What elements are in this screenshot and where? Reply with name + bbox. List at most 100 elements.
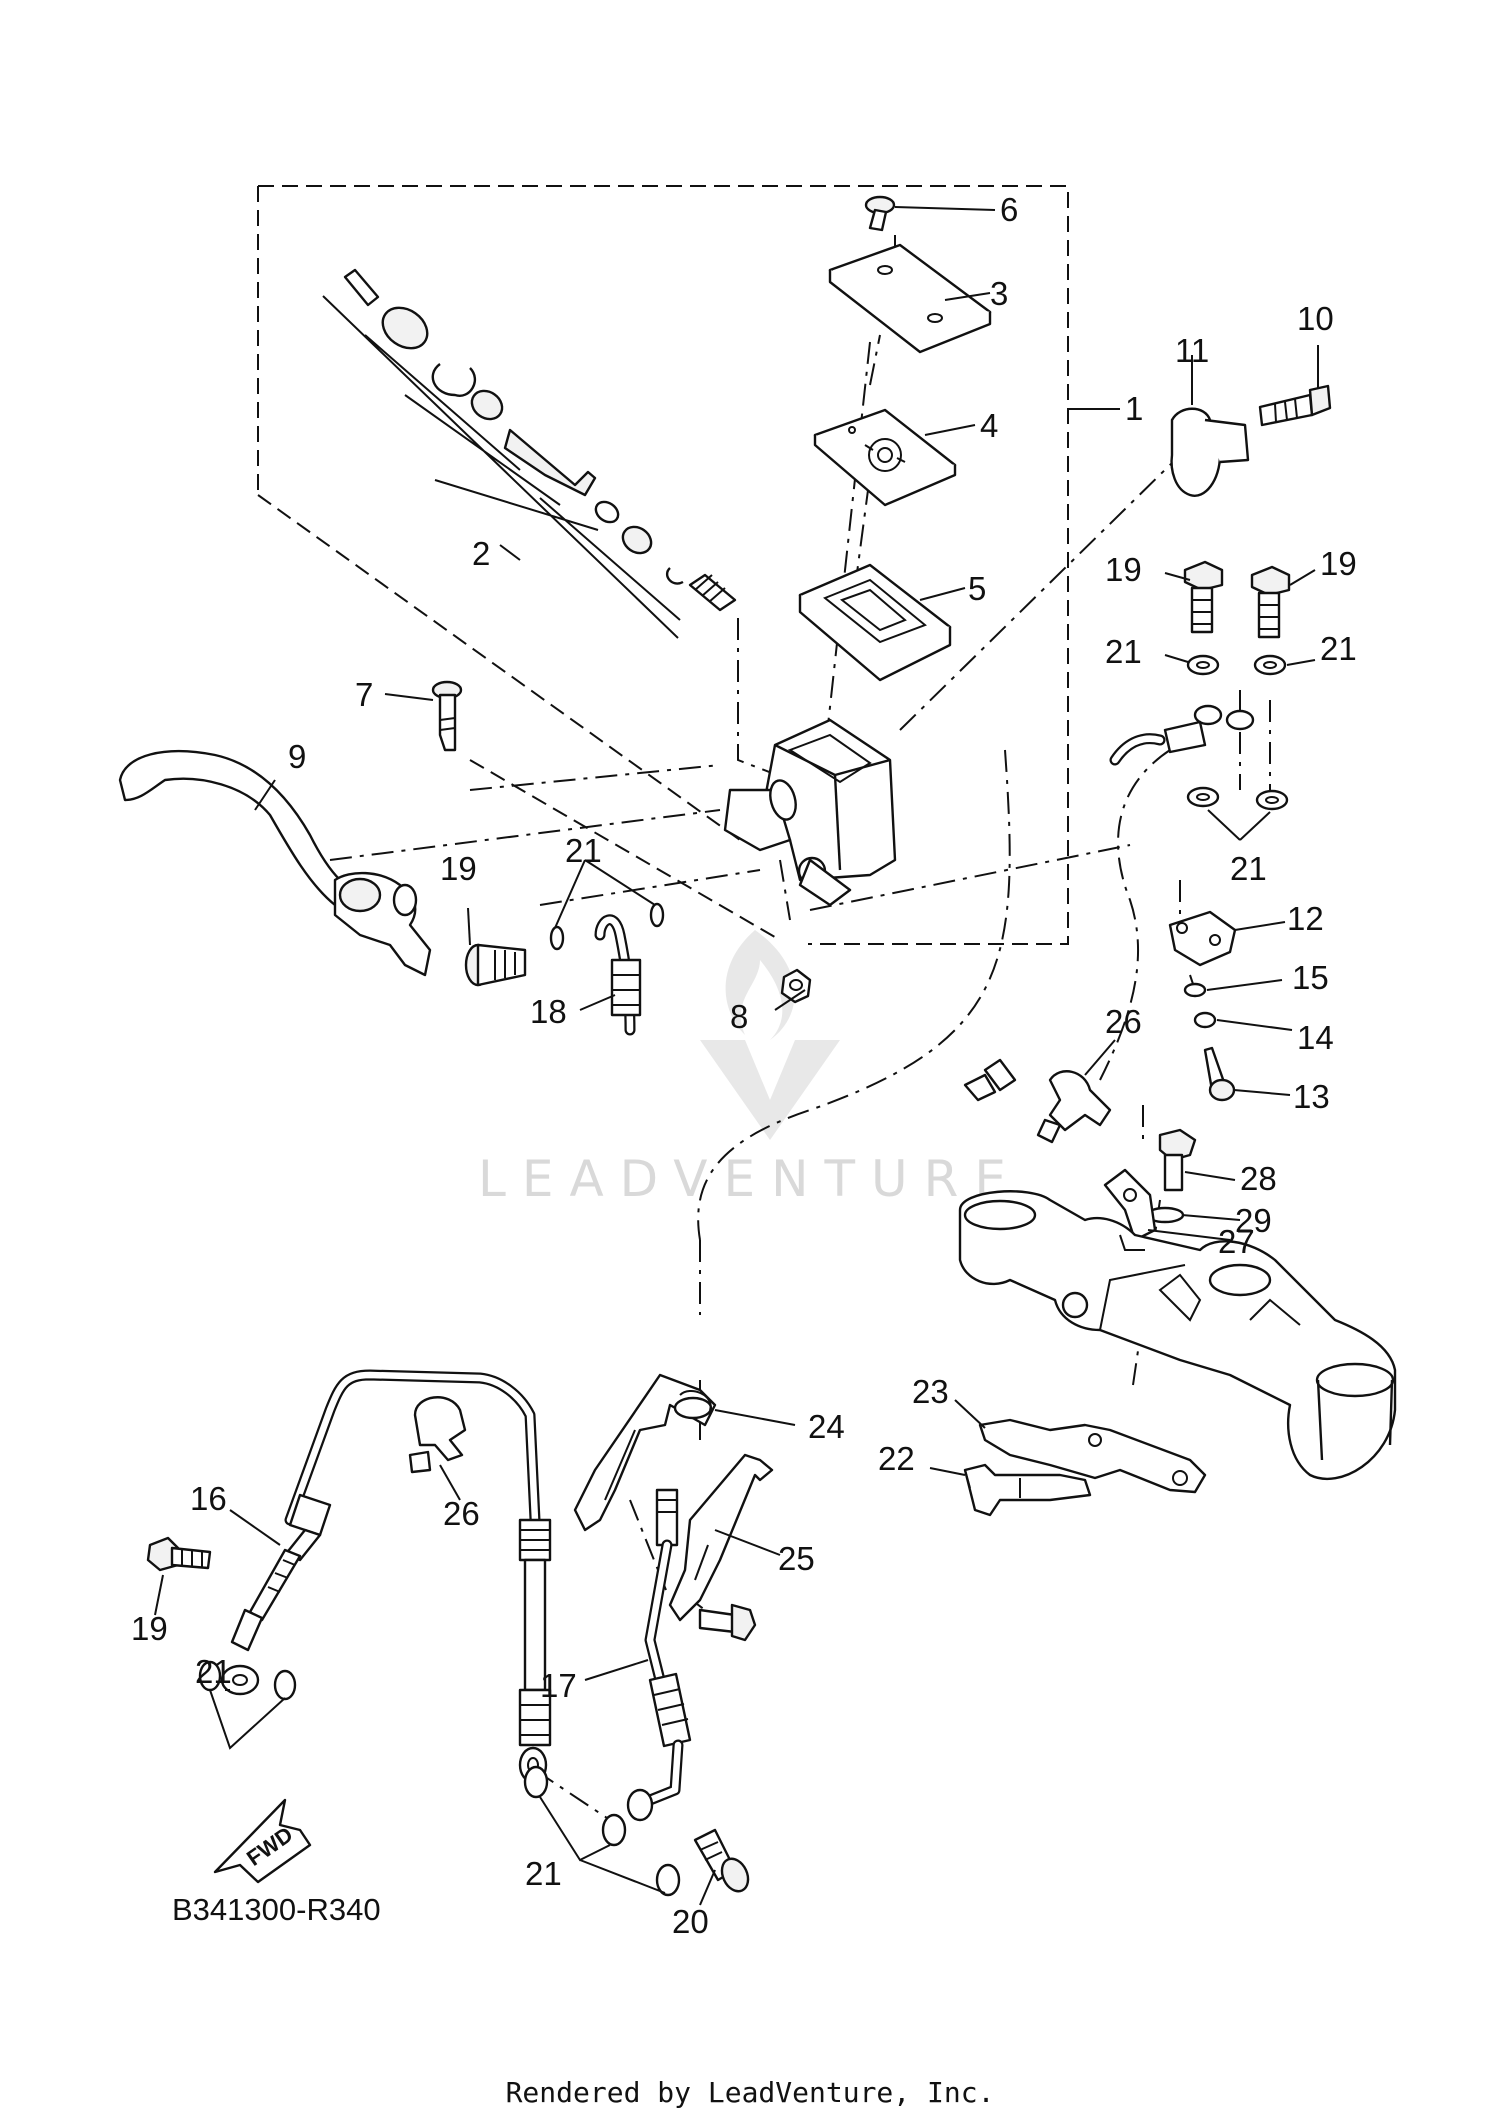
callout-19-left-bottom: 19 xyxy=(131,1610,168,1647)
leader-line xyxy=(714,1529,781,1556)
leader-line xyxy=(944,292,991,301)
leader-line xyxy=(1184,1171,1236,1181)
watermark-text: LEADVENTURE xyxy=(478,1150,1022,1208)
master-cylinder-holder-part xyxy=(1170,407,1250,497)
master-cylinder-assembly-boundary xyxy=(257,185,1069,945)
leader-line xyxy=(1164,654,1316,841)
washer-part xyxy=(198,1660,681,1897)
lower-bracket-part xyxy=(958,1190,1397,1481)
callout-19-right-a: 19 xyxy=(1105,551,1142,588)
callout-11: 11 xyxy=(1175,332,1209,369)
leader-line xyxy=(1233,1089,1291,1096)
callout-26-right: 26 xyxy=(1105,1003,1142,1040)
callout-7: 7 xyxy=(355,676,373,713)
callout-17: 17 xyxy=(540,1667,577,1704)
leader-line xyxy=(919,587,966,601)
leader-line xyxy=(924,424,976,436)
leader-line xyxy=(929,1467,966,1476)
leader-line xyxy=(1181,1214,1241,1221)
callout-16: 16 xyxy=(190,1480,227,1517)
hose-clamp-part xyxy=(963,1463,1092,1517)
leader-line xyxy=(1084,1039,1116,1076)
middle-brake-hose-part xyxy=(626,1488,692,1822)
holder-bolt-part xyxy=(1258,384,1332,427)
callout-8: 8 xyxy=(730,998,748,1035)
callout-1: 1 xyxy=(1125,390,1143,427)
union-bolt-part xyxy=(146,1536,212,1572)
leader-line xyxy=(579,994,616,1011)
hose-grommet-part xyxy=(963,1058,1017,1102)
master-cylinder-body-part xyxy=(723,718,897,907)
callout-20: 20 xyxy=(672,1903,709,1940)
banjo-bolt-part xyxy=(693,1828,750,1893)
reservoir-cap-part xyxy=(828,243,992,354)
leader-line xyxy=(322,295,681,639)
leader-line xyxy=(229,1509,281,1546)
hose-clamp-part xyxy=(1036,1070,1112,1144)
callout-numbers: 1 2 3 4 5 6 7 8 9 10 11 12 13 14 15 16 1… xyxy=(131,191,1357,1940)
callout-21-right-c: 21 xyxy=(1230,850,1267,887)
washer-part xyxy=(549,902,665,951)
hose-clamp-part xyxy=(408,1396,467,1474)
callout-25: 25 xyxy=(778,1540,815,1577)
three-way-joint-part xyxy=(1168,910,1237,967)
callout-29: 29 xyxy=(1235,1202,1272,1239)
leader-line xyxy=(439,1464,461,1501)
callout-28: 28 xyxy=(1240,1160,1277,1197)
diagram-code: B341300-R340 xyxy=(172,1892,381,1927)
leader-line xyxy=(774,989,806,1011)
callout-21-bottom: 21 xyxy=(525,1855,562,1892)
leader-line xyxy=(1147,1229,1231,1241)
bracket-plate-part xyxy=(978,1418,1207,1494)
callout-13: 13 xyxy=(1293,1078,1330,1115)
callout-22: 22 xyxy=(878,1440,915,1477)
callout-10: 10 xyxy=(1297,300,1334,337)
callout-21-right-a: 21 xyxy=(1105,633,1142,670)
watermark-logo xyxy=(700,930,840,1140)
bolt-part xyxy=(1158,1128,1197,1192)
nut-part xyxy=(780,968,812,1004)
callout-18: 18 xyxy=(530,993,567,1030)
render-credit: Rendered by LeadVenture, Inc. xyxy=(505,2076,995,2109)
lower-brake-hose-part xyxy=(220,1369,552,1784)
leader-line xyxy=(584,1659,649,1681)
hose-joint-part xyxy=(1109,704,1255,766)
callout-5: 5 xyxy=(968,570,986,607)
washer-part xyxy=(1186,654,1289,811)
union-bolt-part xyxy=(1183,560,1291,639)
leader-line xyxy=(467,907,471,946)
leader-line xyxy=(714,1409,796,1426)
leader-line xyxy=(384,693,434,701)
hose-stay-part xyxy=(668,1453,774,1622)
leader-line xyxy=(154,1574,164,1616)
banjo-bolt-part xyxy=(464,943,527,987)
callout-26-left: 26 xyxy=(443,1495,480,1532)
callout-27: 27 xyxy=(1218,1223,1255,1260)
bolt-part xyxy=(698,1603,757,1642)
forward-direction-arrow: FWD xyxy=(213,1798,312,1884)
piston-kit-parts xyxy=(343,268,737,612)
leader-line xyxy=(894,206,996,211)
callout-24: 24 xyxy=(808,1408,845,1445)
leader-line xyxy=(554,859,656,929)
callout-12: 12 xyxy=(1287,900,1324,937)
callout-4: 4 xyxy=(980,407,998,444)
leader-line xyxy=(539,1796,666,1894)
hose-bracket-part xyxy=(573,1373,717,1532)
callout-23: 23 xyxy=(912,1373,949,1410)
leader-line xyxy=(209,1689,286,1750)
pivot-bolt-part xyxy=(431,680,463,752)
callout-21-left-top: 21 xyxy=(565,832,602,869)
brake-lever-part xyxy=(118,749,432,977)
alignment-lines xyxy=(257,235,1271,1821)
callout-21-left-bottom: 21 xyxy=(195,1653,232,1690)
leader-line xyxy=(699,1869,716,1906)
leader-line xyxy=(954,1399,986,1429)
callout-3: 3 xyxy=(990,275,1008,312)
cover-screw-part xyxy=(864,195,896,232)
washer-part xyxy=(1183,982,1217,1029)
callout-21-right-b: 21 xyxy=(1320,630,1357,667)
callout-15: 15 xyxy=(1292,959,1329,996)
